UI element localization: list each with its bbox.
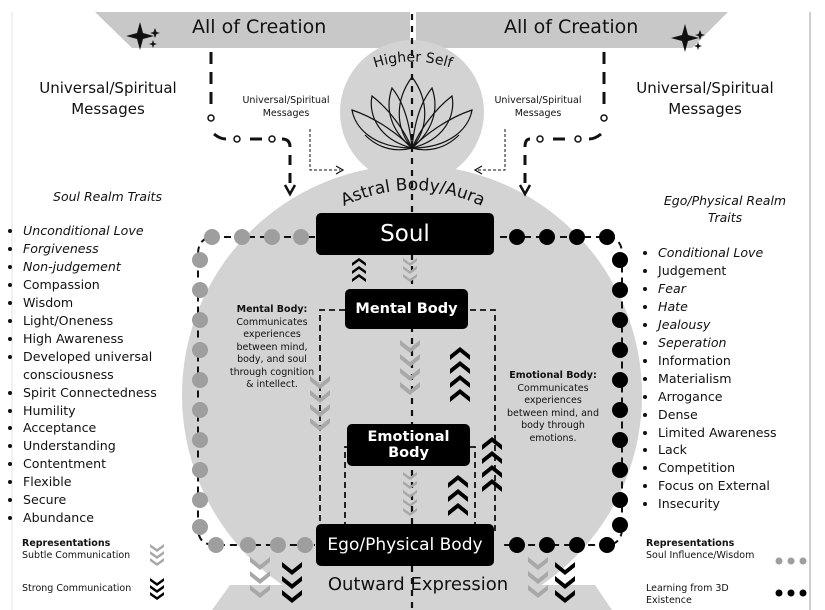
right-message-flow bbox=[518, 52, 608, 197]
soul-influence-label: Soul Influence/Wisdom bbox=[646, 550, 755, 561]
soul-influence-dots bbox=[192, 229, 313, 553]
trait-item: Flexible bbox=[23, 473, 203, 491]
right-creation-title: All of Creation bbox=[504, 16, 639, 38]
trait-item: Acceptance bbox=[23, 419, 203, 437]
trait-item: Understanding bbox=[23, 437, 203, 455]
ego-physical-body-box: Ego/Physical Body bbox=[316, 524, 494, 566]
left-banner bbox=[95, 12, 410, 48]
astral-body-label: Astral Body/Aura bbox=[338, 175, 488, 211]
mental-body-note: Mental Body: Communicates experiences be… bbox=[229, 304, 315, 390]
trait-item: Humility bbox=[23, 402, 203, 420]
left-messages-label: Universal/Spiritual Messages bbox=[39, 79, 177, 118]
trait-item: Dense bbox=[658, 406, 825, 424]
right-banner bbox=[416, 12, 728, 48]
soul-traits-list: Unconditional LoveForgivenessNon-judgeme… bbox=[8, 222, 203, 527]
trait-item: Spirit Connectedness bbox=[23, 384, 203, 402]
trait-item: Forgiveness bbox=[23, 240, 203, 258]
outward-expression-label: Outward Expression bbox=[327, 574, 509, 595]
mental-body-box: Mental Body bbox=[345, 289, 468, 329]
trait-item: Hate bbox=[658, 298, 825, 316]
learning-dots bbox=[509, 229, 628, 553]
sparkle-icon bbox=[671, 24, 705, 52]
trait-item: Limited Awareness bbox=[658, 424, 825, 442]
right-small-messages-label: Universal/Spiritual Messages bbox=[494, 95, 582, 119]
emotional-body-note: Emotional Body: Communicates experiences… bbox=[507, 370, 599, 444]
left-small-messages-label: Universal/Spiritual Messages bbox=[242, 95, 330, 119]
trait-item: Non-judgement bbox=[23, 258, 203, 276]
trait-item: Contentment bbox=[23, 455, 203, 473]
left-creation-title: All of Creation bbox=[192, 16, 327, 38]
trait-item: Seperation bbox=[658, 334, 825, 352]
strong-communication-label: Strong Communication bbox=[22, 583, 132, 594]
trait-item: Secure bbox=[23, 491, 203, 509]
trait-item: Competition bbox=[658, 459, 825, 477]
left-legend: Representations Subtle Communication bbox=[22, 538, 130, 562]
black-dots-icon bbox=[775, 589, 807, 597]
trait-item: Conditional Love bbox=[658, 244, 825, 262]
right-legend: Representations Soul Influence/Wisdom bbox=[646, 538, 754, 562]
subtle-communication-label: Subtle Communication bbox=[22, 550, 131, 561]
trait-item: Abundance bbox=[23, 509, 203, 527]
trait-item: Arrogance bbox=[658, 388, 825, 406]
trait-item: Information bbox=[658, 352, 825, 370]
legend-title: Representations bbox=[646, 538, 735, 549]
trait-item: Insecurity bbox=[658, 495, 825, 513]
trait-item: Unconditional Love bbox=[23, 222, 203, 240]
gray-dots-icon bbox=[775, 557, 807, 565]
higher-self-label: Higher Self bbox=[372, 49, 456, 71]
left-message-flow bbox=[207, 52, 297, 197]
trait-item: Light/Oneness bbox=[23, 312, 203, 330]
trait-item: Jealousy bbox=[658, 316, 825, 334]
trait-item: Focus on External bbox=[658, 477, 825, 495]
trait-item: Wisdom bbox=[23, 294, 203, 312]
emotional-body-box: Emotional Body bbox=[347, 424, 470, 466]
trait-item: Developed universal consciousness bbox=[23, 348, 203, 384]
learning-label: Learning from 3D Existence bbox=[646, 583, 729, 606]
soul-box: Soul bbox=[316, 213, 494, 255]
lotus-icon bbox=[351, 75, 473, 151]
legend-title: Representations bbox=[22, 538, 111, 549]
ego-traits-title: Ego/Physical Realm Traits bbox=[663, 193, 787, 225]
trait-item: Materialism bbox=[658, 370, 825, 388]
ego-traits-list: Conditional LoveJudgementFearHateJealous… bbox=[643, 244, 825, 513]
right-messages-label: Universal/Spiritual Messages bbox=[636, 79, 774, 118]
sparkle-icon bbox=[126, 22, 160, 50]
svg-text:Higher Self: Higher Self bbox=[372, 49, 456, 71]
trait-item: Compassion bbox=[23, 276, 203, 294]
trait-item: Fear bbox=[658, 280, 825, 298]
trait-item: Lack bbox=[658, 441, 825, 459]
soul-traits-title: Soul Realm Traits bbox=[53, 189, 162, 204]
svg-text:Astral Body/Aura: Astral Body/Aura bbox=[338, 175, 488, 211]
trait-item: Judgement bbox=[658, 262, 825, 280]
trait-item: High Awareness bbox=[23, 330, 203, 348]
